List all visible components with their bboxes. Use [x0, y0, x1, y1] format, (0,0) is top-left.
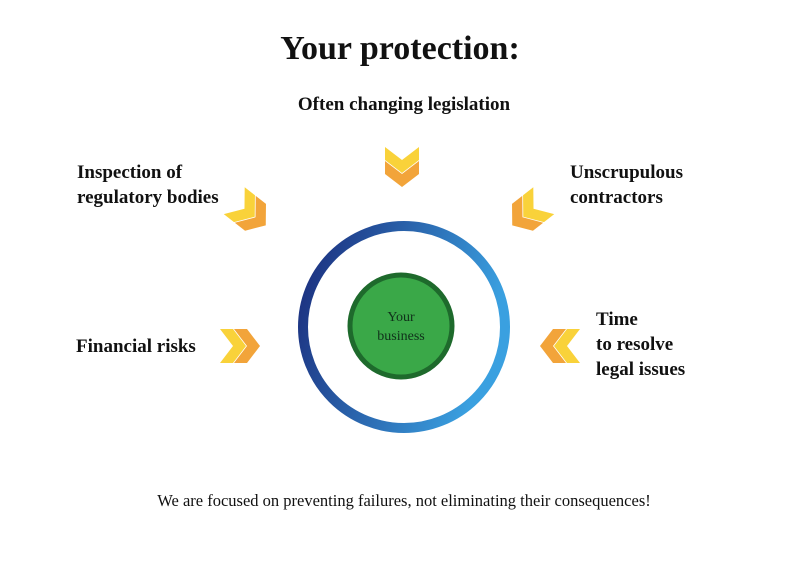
threat-label-time-line1: Time: [596, 309, 638, 330]
center-label-line1: Your: [387, 310, 415, 325]
threat-label-time-line3: legal issues: [596, 359, 686, 380]
center-label-line2: business: [377, 329, 425, 344]
threat-label-contractors: Unscrupulous contractors: [570, 160, 683, 210]
threat-label-time-line2: to resolve: [596, 334, 674, 355]
arrow-top-left-icon: [223, 187, 277, 239]
threat-label-financial: Financial risks: [76, 336, 196, 357]
center-label: Your business: [348, 308, 454, 346]
footer-slogan: We are focused on preventing failures, n…: [157, 491, 651, 510]
threat-label-time: Time to resolve legal issues: [596, 307, 685, 382]
threat-label-contractors-line1: Unscrupulous: [570, 162, 683, 183]
arrow-right-icon: [540, 329, 580, 363]
arrow-top-right-icon: [501, 187, 555, 239]
protection-ring: [298, 221, 510, 433]
threat-label-inspection-line1: Inspection of: [77, 162, 183, 183]
page-title: Your protection:: [280, 30, 520, 67]
threat-label-contractors-line2: contractors: [570, 187, 663, 208]
arrow-left-icon: [220, 329, 260, 363]
threat-label-inspection-line2: regulatory bodies: [77, 187, 219, 208]
threat-label-legislation: Often changing legislation: [297, 94, 511, 115]
threat-label-inspection: Inspection of regulatory bodies: [77, 160, 219, 210]
business-core-circle: [347, 272, 455, 380]
arrow-top-icon: [385, 147, 419, 187]
